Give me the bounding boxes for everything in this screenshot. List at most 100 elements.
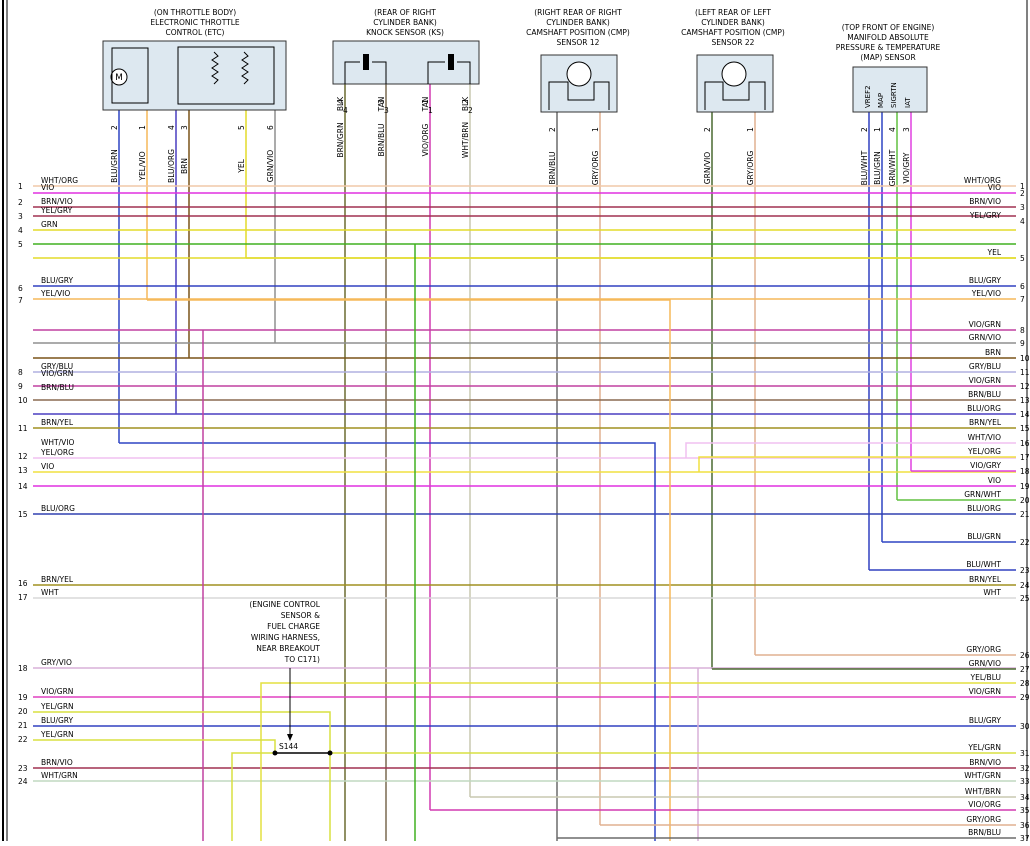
right-pin-1: 2 (1020, 189, 1025, 198)
left-pin-3: 3 (18, 212, 23, 221)
right-pin-20: 21 (1020, 510, 1030, 519)
right-wire-label-23: BRN/YEL (969, 575, 1002, 584)
pin-number-8: 1 (421, 99, 430, 104)
labels-layer: (ON THROTTLE BODY)ELECTRONIC THROTTLECON… (18, 8, 1030, 843)
pin-wire-label-8: VIO/ORG (421, 123, 430, 156)
pin-wire-label-14: BLU/WHT (860, 150, 869, 185)
map-pin-label-3: IAT (904, 97, 912, 108)
left-pin-20: 17 (18, 593, 28, 602)
left-wire-label-9: GRY/BLU (41, 362, 73, 371)
ks-pin-name-0: BLK (336, 96, 345, 111)
left-pin-22: 19 (18, 693, 28, 702)
pin-wire-label-11: GRY/ORG (591, 151, 600, 186)
cmp22-caption-0: (LEFT REAR OF LEFT (695, 8, 771, 17)
right-pin-7: 8 (1020, 326, 1025, 335)
pin-number-1: 1 (138, 125, 147, 130)
cmp22-caption-1: CYLINDER BANK) (701, 18, 765, 27)
route-yel-vio (147, 299, 671, 841)
right-wire-label-14: BRN/YEL (969, 418, 1002, 427)
left-wire-label-22: VIO/GRN (41, 687, 73, 696)
map-pin-label-0: VREF2 (864, 85, 872, 108)
route-yel-grn-22 (33, 739, 276, 753)
right-pin-26: 27 (1020, 665, 1030, 674)
ks-pin-name-1: TAN (377, 97, 386, 113)
pin-number-10: 2 (548, 127, 557, 132)
right-pin-13: 14 (1020, 410, 1030, 419)
right-pin-9: 10 (1020, 354, 1030, 363)
right-pin-2: 3 (1020, 203, 1025, 212)
pin-wire-label-10: BRN/BLU (548, 152, 557, 185)
ks-caption-2: KNOCK SENSOR (KS) (366, 28, 444, 37)
left-pin-24: 21 (18, 721, 28, 730)
etc-pot-frame (177, 46, 275, 105)
left-pin-15: 12 (18, 452, 28, 461)
pin-number-7: 3 (377, 99, 386, 104)
right-wire-label-22: BLU/WHT (966, 560, 1001, 569)
splice-note-2: FUEL CHARGE (267, 622, 320, 631)
ks-pin-dup-1: 3 (384, 106, 389, 115)
pin-number-2: 4 (167, 125, 176, 130)
cmp12-caption-3: SENSOR 12 (557, 38, 600, 47)
etc-caption-1: ELECTRONIC THROTTLE (150, 18, 240, 27)
left-wire-label-3: YEL/GRY (40, 206, 73, 215)
left-pin-25: 22 (18, 735, 28, 744)
right-pin-34: 35 (1020, 806, 1030, 815)
right-wire-label-7: VIO/GRN (969, 320, 1001, 329)
map-caption-3: (MAP) SENSOR (860, 53, 915, 62)
right-wire-label-12: BRN/BLU (968, 390, 1001, 399)
left-wire-label-25: YEL/GRN (40, 730, 74, 739)
right-wire-label-3: YEL/GRY (969, 211, 1002, 220)
left-wire-label-4: GRN (41, 220, 58, 229)
pin-wire-label-15: BLU/GRN (873, 151, 882, 185)
left-wire-label-19: BRN/YEL (41, 575, 74, 584)
right-pin-28: 29 (1020, 693, 1030, 702)
route-yel-blu (260, 682, 1016, 841)
right-wire-label-34: VIO/ORG (968, 800, 1001, 809)
right-wire-label-21: BLU/GRN (967, 532, 1001, 541)
pin-number-15: 1 (873, 127, 882, 132)
left-pin-16: 13 (18, 466, 28, 475)
map-pin-label-1: MAP (877, 93, 885, 108)
left-pin-4: 4 (18, 226, 23, 235)
pin-number-12: 2 (703, 127, 712, 132)
etc-motor-loop (111, 47, 149, 104)
etc-box (102, 40, 287, 111)
left-wire-label-0: WHT/ORG (41, 176, 78, 185)
right-pin-0: 1 (1020, 182, 1025, 191)
left-wire-label-14: WHT/VIO (41, 438, 75, 447)
right-wire-label-17: VIO/GRY (970, 461, 1001, 470)
cmp12-coil (548, 81, 610, 110)
right-wire-label-32: WHT/GRN (964, 771, 1001, 780)
map-pin-label-2: SIGRTN (890, 82, 898, 108)
pin-wire-label-2: BLU/ORG (167, 149, 176, 183)
right-wire-label-10: GRY/BLU (969, 362, 1001, 371)
route-blu-grn (119, 442, 656, 841)
right-pin-5: 6 (1020, 282, 1025, 291)
left-pin-26: 23 (18, 764, 28, 773)
map-box (852, 66, 928, 113)
map-caption-2: PRESSURE & TEMPERATURE (836, 43, 941, 52)
right-pin-4: 5 (1020, 254, 1025, 263)
right-wire-label-15: WHT/VIO (968, 433, 1002, 442)
pin-number-3: 3 (180, 125, 189, 130)
cmp12-caption-2: CAMSHAFT POSITION (CMP) (526, 28, 630, 37)
splice-note-3: WIRING HARNESS, (251, 633, 320, 642)
right-wire-label-31: BRN/VIO (969, 758, 1001, 767)
left-pin-27: 24 (18, 777, 28, 786)
cmp12-caption-1: CYLINDER BANK) (546, 18, 610, 27)
right-pin-23: 24 (1020, 581, 1030, 590)
left-pin-10: 8 (18, 368, 23, 377)
pin-number-0: 2 (110, 125, 119, 130)
right-wire-label-27: YEL/BLU (970, 673, 1001, 682)
right-pin-11: 12 (1020, 382, 1030, 391)
left-pin-0: 1 (18, 182, 23, 191)
left-pin-5: 5 (18, 240, 23, 249)
right-wire-label-6: YEL/VIO (971, 289, 1001, 298)
left-pin-18: 15 (18, 510, 28, 519)
potentiometer-1-icon (211, 51, 219, 85)
right-pin-33: 34 (1020, 793, 1030, 802)
right-pin-17: 18 (1020, 467, 1030, 476)
left-wire-label-2: BRN/VIO (41, 197, 73, 206)
